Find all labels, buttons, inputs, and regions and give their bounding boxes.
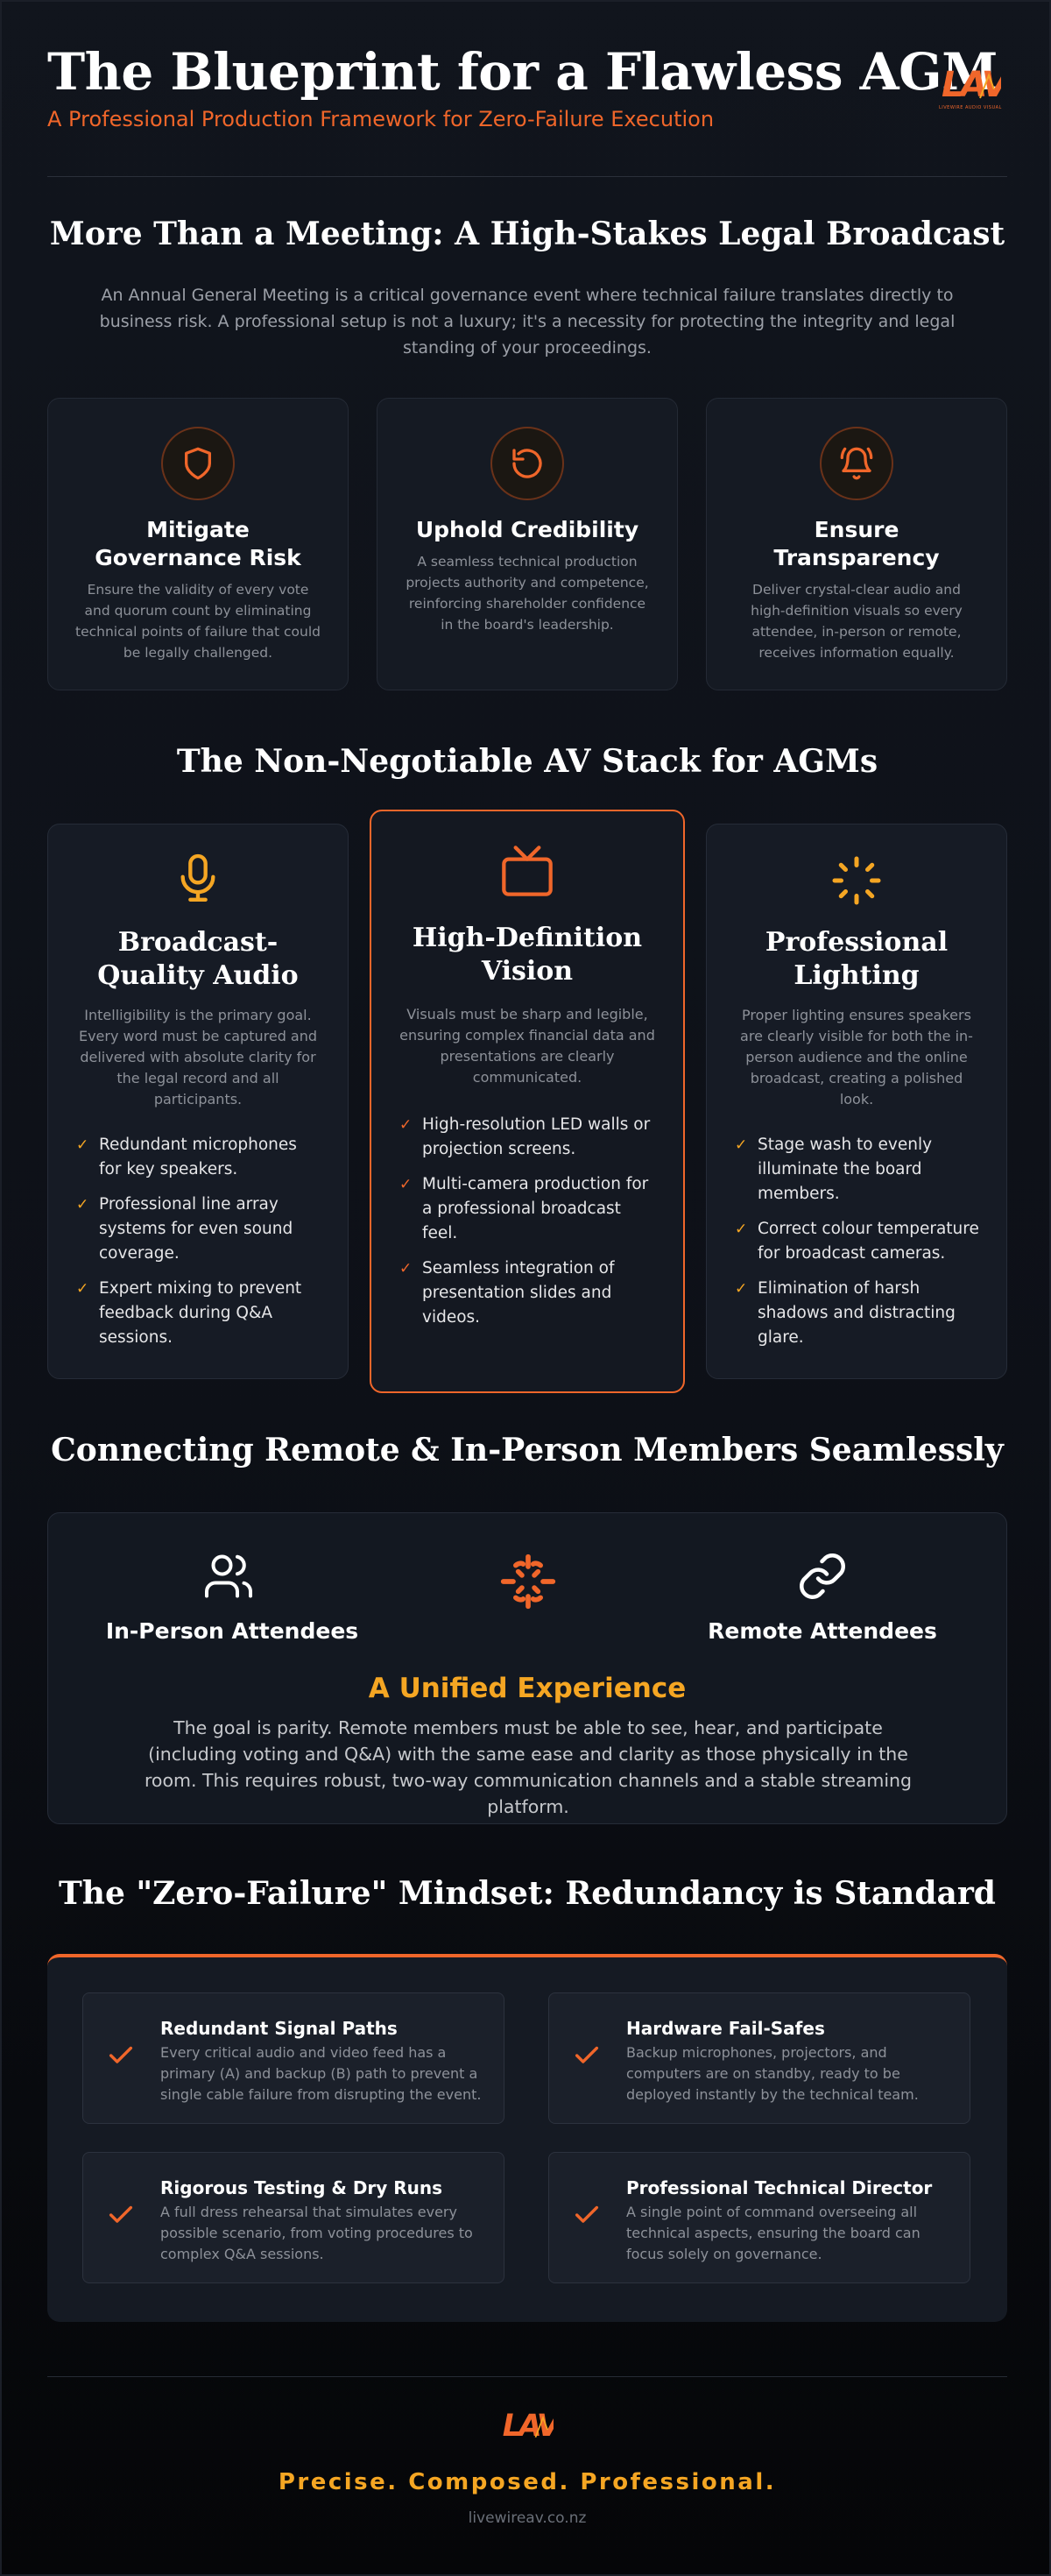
section-title-intro: More Than a Meeting: A High-Stakes Legal… bbox=[49, 216, 1005, 252]
redundancy-item-desc: A single point of command overseeing all… bbox=[626, 2204, 921, 2262]
av-card-desc: Proper lighting ensures speakers are cle… bbox=[740, 1007, 973, 1108]
pillar-title: Ensure Transparency bbox=[773, 517, 940, 570]
section-title-hybrid: Connecting Remote & In-Person Members Se… bbox=[51, 1432, 1004, 1468]
page-subtitle: A Professional Production Framework for … bbox=[47, 107, 715, 131]
redundancy-item: Hardware Fail-Safes Backup microphones, … bbox=[548, 1992, 970, 2124]
redundancy-item-title: Rigorous Testing & Dry Runs bbox=[160, 2177, 443, 2198]
check-icon bbox=[575, 2046, 599, 2063]
list-item: ✓Expert mixing to prevent feedback durin… bbox=[76, 1277, 321, 1350]
logo-tagline: LIVEWIRE AUDIO VISUAL bbox=[939, 105, 1002, 110]
redundancy-item-title: Redundant Signal Paths bbox=[160, 2018, 398, 2039]
list-item: ✓Seamless integration of presentation sl… bbox=[399, 1256, 657, 1330]
check-icon: ✓ bbox=[76, 1196, 89, 1214]
list-item: ✓Redundant microphones for key speakers. bbox=[76, 1133, 321, 1182]
redundancy-item-desc: Backup microphones, projectors, and comp… bbox=[626, 2044, 919, 2103]
check-icon: ✓ bbox=[735, 1280, 748, 1298]
pillar-desc: Deliver crystal-clear audio and high-def… bbox=[751, 582, 963, 661]
list-item: ✓Correct colour temperature for broadcas… bbox=[735, 1217, 980, 1266]
redundancy-item: Professional Technical Director A single… bbox=[548, 2152, 970, 2283]
redundancy-item-title: Professional Technical Director bbox=[626, 2177, 933, 2198]
av-feature-list: ✓High-resolution LED walls or projection… bbox=[399, 1113, 657, 1330]
footer-logo: LAV bbox=[501, 2406, 566, 2448]
av-card-audio: Broadcast-Quality Audio Intelligibility … bbox=[47, 824, 349, 1379]
check-icon: ✓ bbox=[399, 1116, 413, 1134]
av-card-vision: High-Definition Vision Visuals must be s… bbox=[370, 810, 685, 1393]
check-icon: ✓ bbox=[76, 1136, 89, 1154]
pillar-card-governance: Mitigate Governance Risk Ensure the vali… bbox=[47, 398, 349, 690]
remote-label: Remote Attendees bbox=[708, 1618, 937, 1644]
light-icon bbox=[707, 854, 1006, 910]
redundancy-item: Rigorous Testing & Dry Runs A full dress… bbox=[82, 2152, 504, 2283]
microphone-icon bbox=[48, 851, 348, 910]
pillar-desc: A seamless technical production projects… bbox=[406, 554, 649, 633]
unified-experience-body: The goal is parity. Remote members must … bbox=[144, 1717, 913, 1817]
check-icon: ✓ bbox=[735, 1136, 748, 1154]
av-card-desc: Intelligibility is the primary goal. Eve… bbox=[78, 1007, 318, 1108]
footer-website-link[interactable]: livewireav.co.nz bbox=[468, 2509, 587, 2527]
av-feature-list: ✓Redundant microphones for key speakers.… bbox=[76, 1133, 321, 1350]
logo-mark-icon: LAV bbox=[503, 2409, 566, 2444]
page-title: The Blueprint for a Flawless AGM bbox=[47, 42, 998, 102]
check-icon: ✓ bbox=[76, 1280, 89, 1298]
check-icon: ✓ bbox=[399, 1176, 413, 1193]
unified-experience-title: A Unified Experience bbox=[368, 1673, 687, 1704]
av-card-lighting: Professional Lighting Proper lighting en… bbox=[706, 824, 1007, 1379]
list-item: ✓Elimination of harsh shadows and distra… bbox=[735, 1277, 980, 1350]
connection-icon bbox=[498, 1550, 558, 1617]
in-person-label: In-Person Attendees bbox=[105, 1618, 359, 1644]
av-feature-list: ✓Stage wash to evenly illuminate the boa… bbox=[735, 1133, 980, 1350]
logo-mark-icon: LAV bbox=[942, 65, 1001, 105]
av-card-title: Professional Lighting bbox=[765, 927, 949, 991]
redundancy-item-desc: A full dress rehearsal that simulates ev… bbox=[160, 2204, 473, 2262]
list-item: ✓High-resolution LED walls or projection… bbox=[399, 1113, 657, 1162]
footer-tagline: Precise. Composed. Professional. bbox=[278, 2469, 777, 2495]
brand-logo: LAV LIVEWIRE AUDIO VISUAL bbox=[939, 63, 1002, 110]
refresh-icon bbox=[490, 427, 564, 500]
header: The Blueprint for a Flawless AGM A Profe… bbox=[47, 40, 1007, 177]
pillar-desc: Ensure the validity of every vote and qu… bbox=[75, 582, 321, 661]
redundancy-item-title: Hardware Fail-Safes bbox=[626, 2018, 825, 2039]
shield-icon bbox=[161, 427, 235, 500]
pillar-title: Uphold Credibility bbox=[415, 517, 639, 542]
redundancy-panel: Redundant Signal Paths Every critical au… bbox=[47, 1954, 1007, 2322]
av-card-title: Broadcast-Quality Audio bbox=[97, 927, 299, 991]
tv-icon bbox=[371, 843, 683, 902]
svg-text:LAV: LAV bbox=[942, 65, 1001, 105]
check-icon: ✓ bbox=[735, 1221, 748, 1238]
section-title-av-stack: The Non-Negotiable AV Stack for AGMs bbox=[176, 743, 878, 780]
check-icon bbox=[575, 2205, 599, 2223]
pillar-card-transparency: Ensure Transparency Deliver crystal-clea… bbox=[706, 398, 1007, 690]
users-icon bbox=[201, 1550, 257, 1606]
list-item: ✓Multi-camera production for a professio… bbox=[399, 1172, 657, 1246]
check-icon: ✓ bbox=[399, 1260, 413, 1277]
list-item: ✓Professional line array systems for eve… bbox=[76, 1192, 321, 1266]
list-item: ✓Stage wash to evenly illuminate the boa… bbox=[735, 1133, 980, 1207]
check-icon bbox=[109, 2046, 133, 2063]
link-icon bbox=[796, 1550, 849, 1606]
pillar-title: Mitigate Governance Risk bbox=[95, 517, 301, 570]
bell-icon bbox=[820, 427, 893, 500]
section-title-redundancy: The "Zero-Failure" Mindset: Redundancy i… bbox=[59, 1875, 996, 1912]
redundancy-item: Redundant Signal Paths Every critical au… bbox=[82, 1992, 504, 2124]
av-card-desc: Visuals must be sharp and legible, ensur… bbox=[399, 1006, 655, 1086]
pillar-card-credibility: Uphold Credibility A seamless technical … bbox=[377, 398, 678, 690]
intro-body: An Annual General Meeting is a critical … bbox=[99, 286, 956, 357]
footer-divider bbox=[47, 2376, 1007, 2377]
av-card-title: High-Definition Vision bbox=[412, 923, 643, 987]
check-icon bbox=[109, 2205, 133, 2223]
hybrid-panel: In-Person Attendees Remote Attendees A U… bbox=[47, 1512, 1007, 1824]
redundancy-item-desc: Every critical audio and video feed has … bbox=[160, 2044, 482, 2103]
